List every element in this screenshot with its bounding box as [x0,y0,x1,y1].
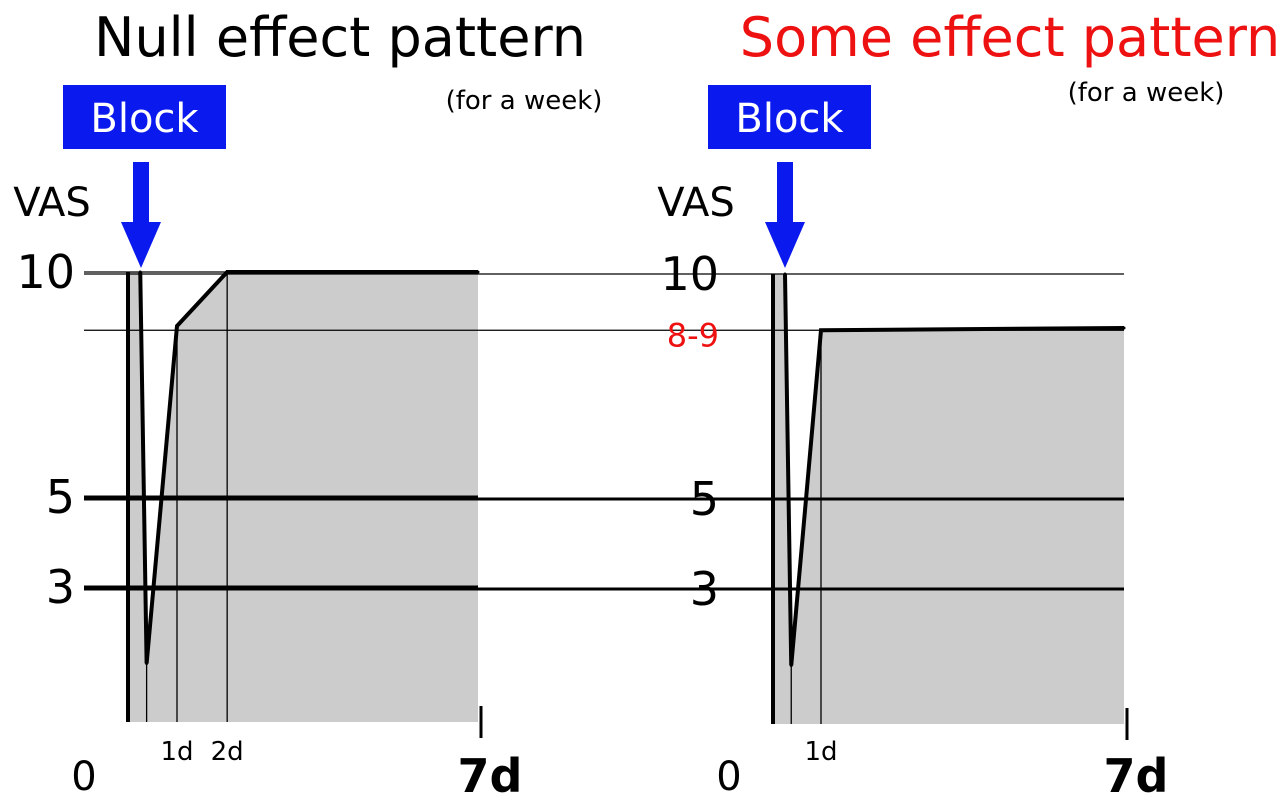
chart-title: Some effect pattern [740,6,1280,69]
x-tick-label: 0 [716,754,741,800]
block-label: Block [90,96,199,142]
x-tick-label: 7d [1104,749,1169,803]
block-label: Block [735,96,844,142]
y-tick-label: 10 [16,245,75,299]
vas-data-point [476,270,480,274]
annotation-for-a-week: (for a week) [1068,78,1225,108]
x-tick-label: 0 [71,754,96,800]
y-axis-label: VAS [657,180,735,226]
y-axis-label: VAS [13,180,91,226]
vas-data-point [145,662,149,665]
block-box [708,85,871,149]
down-arrow-icon [765,162,805,268]
annotation-for-a-week: (for a week) [446,86,603,116]
vas-data-point [789,664,793,667]
x-tick-label: 2d [211,737,244,767]
vas-data-point [175,324,179,328]
chart-title: Null effect pattern [94,6,586,69]
x-tick-label: 1d [804,737,837,767]
y-tick-label: 5 [46,470,75,524]
y-tick-label: 10 [660,247,719,301]
vas-data-point [225,270,229,274]
y-tick-label: 5 [690,472,719,526]
y-tick-label: 3 [46,560,75,614]
y-tick-label: 3 [690,562,719,616]
vas-data-point [138,270,142,274]
vas-data-point [783,272,787,276]
y-tick-label: 8-9 [667,316,719,354]
x-tick-label: 1d [160,737,193,767]
x-tick-label: 7d [458,749,523,803]
vas-series-line [783,273,1125,666]
vas-data-point [1122,326,1126,330]
vas-data-point [819,328,823,332]
block-box [63,85,226,149]
down-arrow-icon [121,162,161,268]
